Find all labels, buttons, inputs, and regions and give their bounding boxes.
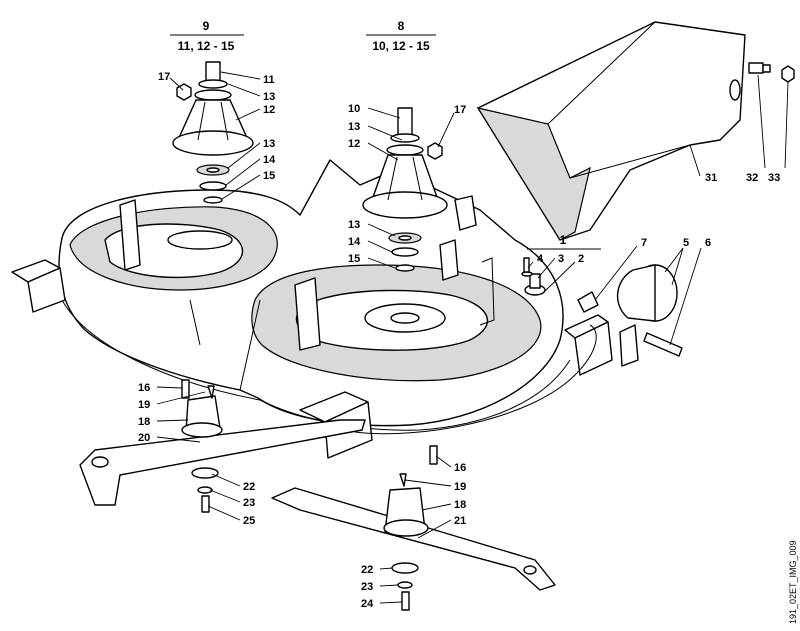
group-8-number: 8 <box>398 19 405 33</box>
part-labels: 11 13 12 17 13 14 15 10 13 12 17 13 14 1… <box>138 71 780 610</box>
group-8-title: 8 10, 12 - 15 <box>366 19 436 53</box>
label-22: 22 <box>361 564 373 576</box>
label-17: 17 <box>454 104 466 116</box>
label-4: 4 <box>537 253 544 265</box>
label-17: 17 <box>158 71 170 83</box>
group-1-number: 1 <box>560 233 567 247</box>
label-3: 3 <box>558 253 564 265</box>
label-21: 21 <box>454 515 466 527</box>
discharge-chute <box>476 21 746 241</box>
group-9-number: 9 <box>203 19 210 33</box>
label-18: 18 <box>138 416 150 428</box>
right-blade-assembly <box>271 445 556 611</box>
label-31: 31 <box>705 172 717 184</box>
label-16: 16 <box>138 382 150 394</box>
label-20: 20 <box>138 432 150 444</box>
left-blade-assembly <box>79 379 366 513</box>
label-15: 15 <box>263 170 275 182</box>
group-8-items: 10, 12 - 15 <box>372 39 430 53</box>
label-14: 14 <box>348 236 361 248</box>
label-10: 10 <box>348 103 360 115</box>
label-13: 13 <box>263 91 275 103</box>
label-11: 11 <box>263 74 275 86</box>
label-14: 14 <box>263 154 276 166</box>
label-19: 19 <box>454 481 466 493</box>
deck-brackets <box>11 195 639 459</box>
group-9-title: 9 11, 12 - 15 <box>170 19 244 53</box>
label-25: 25 <box>243 515 255 527</box>
label-18: 18 <box>454 499 466 511</box>
drive-belt <box>354 324 597 435</box>
label-13: 13 <box>263 138 275 150</box>
label-5: 5 <box>683 237 689 249</box>
cover-and-pin <box>616 264 683 357</box>
image-code-caption: 191_02ET_IMG_009 <box>788 540 798 624</box>
group-9-items: 11, 12 - 15 <box>178 39 235 53</box>
label-23: 23 <box>243 497 255 509</box>
label-33: 33 <box>768 172 780 184</box>
label-32: 32 <box>746 172 758 184</box>
label-16: 16 <box>454 462 466 474</box>
label-12: 12 <box>263 104 275 116</box>
label-23: 23 <box>361 581 373 593</box>
label-19: 19 <box>138 399 150 411</box>
label-6: 6 <box>705 237 711 249</box>
label-24: 24 <box>361 598 374 610</box>
chute-bolts <box>748 62 795 83</box>
group-1-title: 1 <box>527 233 601 250</box>
label-22: 22 <box>243 481 255 493</box>
center-spindle-assembly <box>362 107 448 272</box>
leader-lines <box>156 71 789 604</box>
label-13: 13 <box>348 121 360 133</box>
label-15: 15 <box>348 253 360 265</box>
label-12: 12 <box>348 138 360 150</box>
label-13: 13 <box>348 219 360 231</box>
label-7: 7 <box>641 237 647 249</box>
tensioner-parts <box>479 257 546 326</box>
label-2: 2 <box>578 253 584 265</box>
hex-nut <box>427 142 443 160</box>
left-spindle-assembly <box>172 61 254 204</box>
